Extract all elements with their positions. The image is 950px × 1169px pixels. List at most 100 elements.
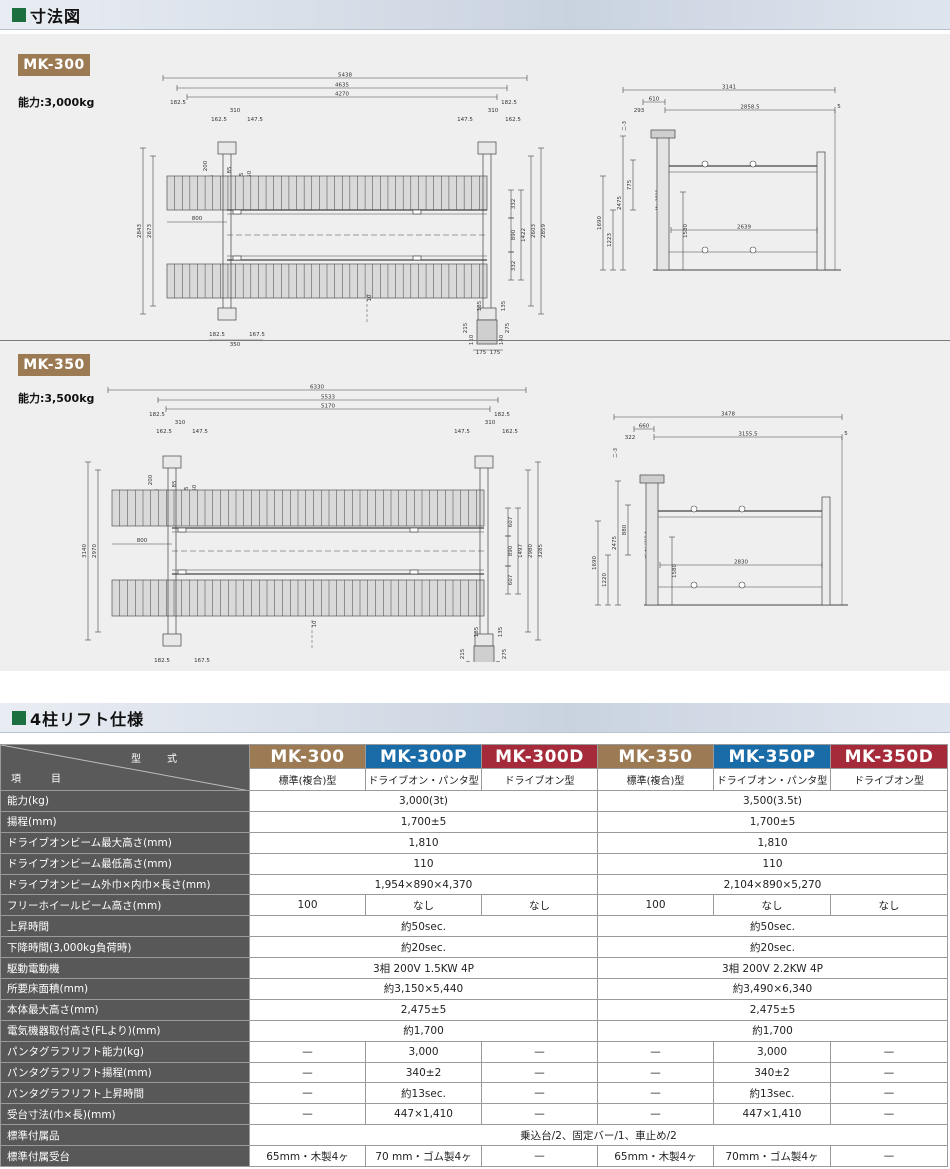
row-label: 標準付属品 <box>0 1124 250 1147</box>
dimension-label: 140 <box>499 334 505 345</box>
row-label: 下降時間(3,000kg負荷時) <box>0 936 250 959</box>
clamp-bolt <box>690 581 698 589</box>
table-row: パンタグラフリフト上昇時間—約13sec.——約13sec.— <box>0 1082 948 1105</box>
dimension-label: 660 <box>639 424 650 430</box>
spec-value: 約1,700 <box>597 1019 948 1042</box>
post-base <box>217 141 237 155</box>
dimension-label: 2970 <box>92 544 98 558</box>
dimension-label: 607 <box>508 516 514 527</box>
table-row: パンタグラフリフト能力(kg)—3,000——3,000— <box>0 1040 948 1063</box>
model-subtype: 標準(複合)型 <box>249 768 366 791</box>
spec-value: — <box>249 1082 366 1105</box>
dimension-label: 5438 <box>338 73 352 79</box>
dimension-label: 2859 <box>541 224 547 238</box>
spec-value: — <box>830 1103 948 1126</box>
mk300-badge: MK-300 <box>18 54 90 76</box>
side-post <box>656 135 670 271</box>
corner-top-label: 型式 <box>131 754 203 765</box>
model-header: MK-300 <box>249 744 366 769</box>
spec-value: — <box>830 1061 948 1084</box>
clamp-bolt <box>738 505 746 513</box>
table-row: 上昇時間約50sec.約50sec. <box>0 915 948 938</box>
row-label: ドライブオンビーム最低高さ(mm) <box>0 852 250 875</box>
spec-value: 70 mm・ゴム製4ヶ <box>365 1145 482 1168</box>
lock-block <box>409 569 419 575</box>
spec-value: 70mm・ゴム製4ヶ <box>713 1145 831 1168</box>
lock-block <box>232 209 242 215</box>
spec-value: 約13sec. <box>365 1082 482 1105</box>
spec-value: — <box>830 1040 948 1063</box>
table-row: 受台寸法(巾×長)(mm)—447×1,410——447×1,410— <box>0 1103 948 1126</box>
model-subtype: ドライブオン型 <box>830 768 948 791</box>
dimension-label: 1580 <box>683 224 689 238</box>
dimension-label: 10 <box>312 620 318 627</box>
row-label: 本体最大高さ(mm) <box>0 998 250 1021</box>
spec-value: 447×1,410 <box>365 1103 482 1126</box>
dimension-label: 3140 <box>82 544 88 558</box>
row-label: 電気機器取付高さ(FLより)(mm) <box>0 1019 250 1042</box>
model-subtype: ドライブオン・パンタ型 <box>713 768 831 791</box>
spec-value: 約50sec. <box>597 915 948 938</box>
dimension-label: 162.5 <box>211 117 227 123</box>
dimension-label: 85 <box>227 166 233 173</box>
clamp-bolt <box>749 246 757 254</box>
dimension-label: 1497 <box>518 544 524 558</box>
clamp-bolt <box>738 581 746 589</box>
dimension-label: 3478 <box>721 412 735 418</box>
dimension-label: 332 <box>511 199 517 210</box>
dimension-label: 182.5 <box>494 412 510 418</box>
row-label: パンタグラフリフト揚程(mm) <box>0 1061 250 1084</box>
row-label: パンタグラフリフト上昇時間 <box>0 1082 250 1105</box>
spec-value: 1,810 <box>249 831 598 854</box>
spec-value: 約20sec. <box>597 936 948 959</box>
spec-value: 2,104×890×5,270 <box>597 873 948 896</box>
dimension-label: 167.5 <box>249 332 265 338</box>
row-label: 駆動電動機 <box>0 957 250 980</box>
spec-value: 約3,490×6,340 <box>597 978 948 1000</box>
spec-value: 340±2 <box>365 1061 482 1084</box>
dimension-label: 162.5 <box>502 429 518 435</box>
dimension-label: 162.5 <box>505 117 521 123</box>
spec-value: — <box>249 1040 366 1063</box>
dimension-label: 1223 <box>607 233 613 247</box>
lock-block <box>409 527 419 533</box>
spec-value: 2,475±5 <box>249 998 598 1021</box>
table-row: 能力(kg)3,000(3t)3,500(3.5t) <box>0 790 948 812</box>
dimension-label: 147.5 <box>192 429 208 435</box>
spec-value: — <box>597 1040 714 1063</box>
mk300-capacity: 能力:3,000kg <box>18 96 95 109</box>
spec-value: 2,475±5 <box>597 998 948 1021</box>
row-label: パンタグラフリフト能力(kg) <box>0 1040 250 1063</box>
spec-value: 約13sec. <box>713 1082 831 1105</box>
spec-value: 65mm・木製4ヶ <box>249 1145 366 1168</box>
row-label: ドライブオンビーム最大高さ(mm) <box>0 831 250 854</box>
dimension-label: 167.5 <box>194 658 210 662</box>
dimension-label: 147.5 <box>454 429 470 435</box>
dimension-label: 310 <box>485 420 496 426</box>
lock-block <box>412 255 422 261</box>
spec-value: 110 <box>249 852 598 875</box>
spec-value: なし <box>830 894 948 917</box>
clamp-bolt <box>701 160 709 168</box>
dimension-label: 275 <box>502 648 508 659</box>
dimension-label: 185 <box>477 300 483 311</box>
dimension-label: 275 <box>505 322 511 333</box>
dimension-label: 135 <box>498 626 504 637</box>
spec-value: 110 <box>597 852 948 875</box>
post-base <box>162 455 182 469</box>
spec-title: 4柱リフト仕様 <box>30 709 145 729</box>
dimension-label: 880 <box>622 524 628 535</box>
row-label: フリーホイールビーム高さ(mm) <box>0 894 250 917</box>
section-square-icon <box>12 7 26 22</box>
dimension-label: 110 <box>466 660 472 662</box>
dimension-label: 162.5 <box>156 429 172 435</box>
dimension-label: 890 <box>508 545 514 556</box>
section-square-icon <box>12 710 26 725</box>
